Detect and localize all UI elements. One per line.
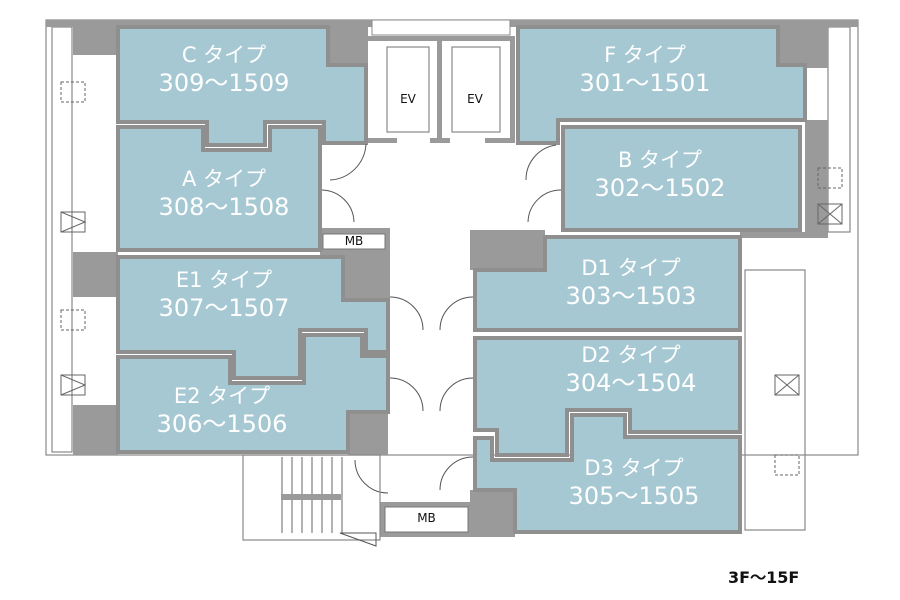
ev-car [386,46,430,133]
ac-unit-icon [60,309,86,331]
wall [470,230,545,270]
unit-f[interactable] [516,25,807,145]
stair-landing [281,494,341,500]
door [439,456,474,491]
right-balcony [827,26,851,233]
wall [805,120,828,232]
elevator-label: EV [467,92,483,106]
ac-unit-icon [817,167,843,189]
door [354,459,389,494]
door [321,189,355,223]
wall [46,20,372,27]
elevator-label: EV [400,92,416,106]
wall [73,252,118,297]
mb-box [384,506,469,533]
vent-icon [60,374,86,396]
door [389,377,424,412]
wall [362,138,397,143]
door [439,377,474,412]
unit-e2[interactable] [116,333,390,454]
unit-a[interactable] [116,125,322,252]
vent-icon [774,374,800,396]
unit-c[interactable] [116,25,368,147]
wall [340,252,390,300]
unit-d1[interactable] [473,235,742,332]
mb-box [322,233,386,250]
door [329,143,367,181]
unit-d2[interactable] [473,336,742,457]
wall [73,405,118,455]
door [339,532,377,547]
stairs-outline [242,454,381,541]
vent-icon [817,203,843,225]
right-lower-balcony [744,269,806,531]
wall [510,20,858,27]
mb-label: MB [417,511,436,525]
wall [328,20,368,70]
wall [437,36,442,141]
ev-car [451,46,501,133]
left-balcony [51,26,73,453]
unit-e1[interactable] [116,255,390,380]
wall [485,138,515,143]
unit-d3[interactable] [473,413,742,534]
wall [430,138,450,143]
wall [510,36,515,141]
ev-top [371,19,511,36]
ac-unit-icon [774,454,800,476]
wall [348,412,388,455]
door [527,189,562,223]
mb-label: MB [344,234,364,248]
ac-unit-icon [60,81,86,103]
vent-icon [60,211,86,233]
unit-b[interactable] [561,125,802,232]
door [439,296,474,331]
wall [778,20,828,68]
floor-range: 3F〜15F [728,568,800,587]
door [525,144,557,181]
wall [470,490,515,537]
wall [740,232,828,238]
door [389,296,424,331]
